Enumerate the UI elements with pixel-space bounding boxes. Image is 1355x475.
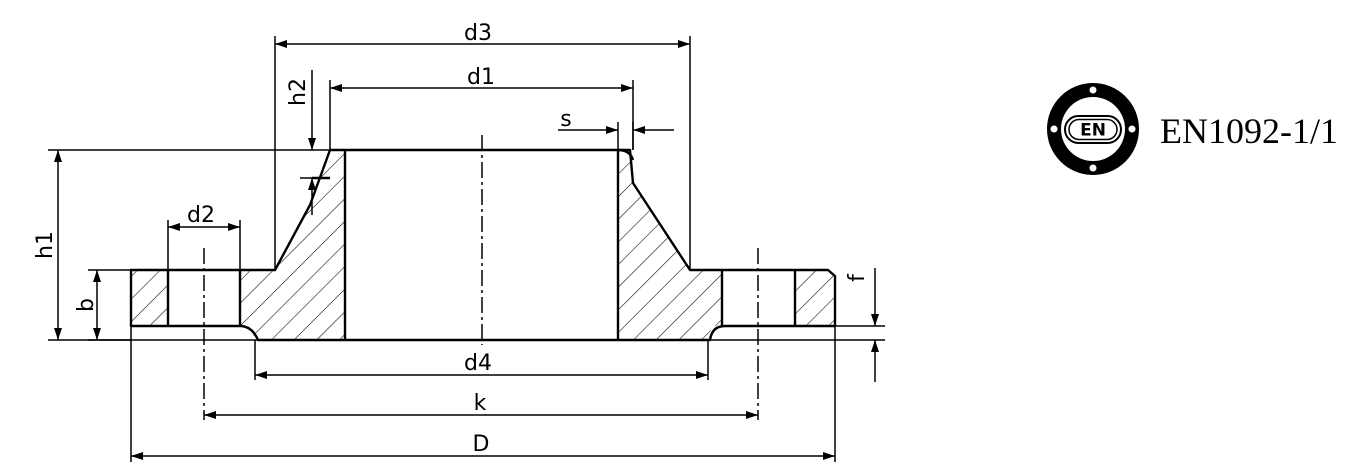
label-k: k	[474, 391, 487, 416]
en-logo-text: EN	[1080, 121, 1106, 141]
label-h1: h1	[33, 231, 58, 259]
standard-label: EN1092-1/1	[1160, 111, 1338, 151]
label-D: D	[473, 432, 490, 457]
left-hub-section	[240, 150, 345, 340]
right-flange-section	[795, 270, 835, 326]
standard-badge: EN EN1092-1/1	[1047, 83, 1338, 175]
label-s: s	[560, 107, 571, 132]
dimension-lines	[54, 40, 879, 460]
dimension-labels: d3 d1 d2 d4 k D s h1 b h2 f	[33, 21, 870, 457]
section-hatching	[131, 150, 835, 340]
center-lines	[203, 135, 759, 420]
left-flange-section	[131, 270, 168, 326]
label-d4: d4	[464, 351, 492, 376]
label-d3: d3	[464, 21, 492, 46]
flange-outline	[129, 148, 837, 342]
label-d1: d1	[467, 65, 495, 90]
extension-lines	[48, 36, 885, 462]
right-hub-section	[618, 150, 722, 340]
en-logo-icon: EN	[1047, 83, 1139, 175]
label-b: b	[74, 298, 99, 312]
label-f: f	[845, 273, 870, 282]
label-h2: h2	[286, 78, 311, 106]
label-d2: d2	[187, 203, 215, 228]
